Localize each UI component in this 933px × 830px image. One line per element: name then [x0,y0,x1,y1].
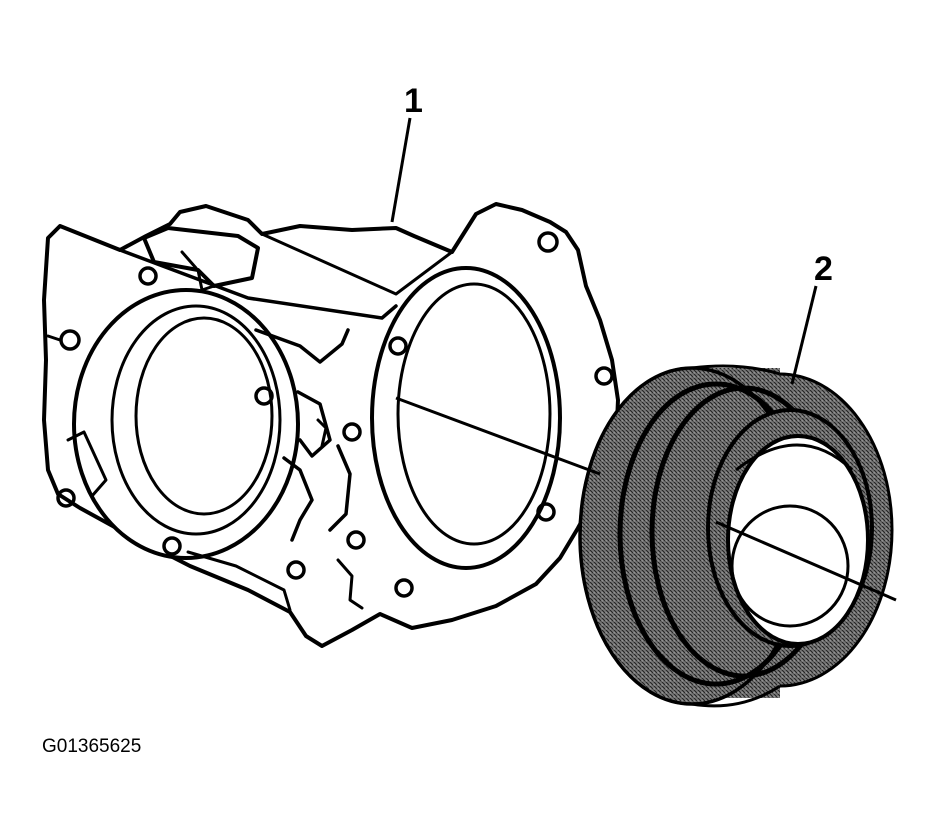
leader-line-2 [790,285,818,385]
callout-number-1: 1 [404,82,423,120]
figure-id: G01365625 [42,736,142,757]
callout-number-2: 2 [814,250,833,288]
leader-line-1 [390,117,412,223]
housing-drawing [42,202,620,648]
centerline-axis-through-seal [715,520,897,602]
centerline-axis [395,396,601,476]
seal-drawing [578,364,894,708]
callout-1: 1 [390,82,423,223]
callout-2: 2 [790,250,833,385]
